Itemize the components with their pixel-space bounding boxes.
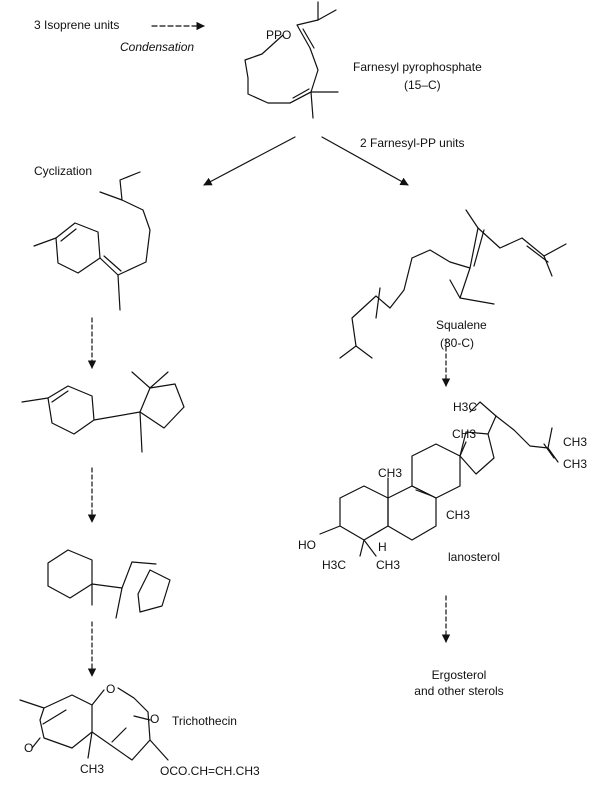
lanosterol-ch3-19-label: CH3 [378,466,403,480]
squalene-label: Squalene [436,318,487,332]
squalene-structure [339,209,567,359]
farnesyl-pyrophosphate-structure [244,1,339,119]
lanosterol-ch3-right-1-label: CH3 [563,435,588,449]
ergosterol-label: Ergosterol [431,668,487,682]
trichothecin-label: Trichothecin [172,714,237,728]
lanosterol-h3c-bottom-label: H3C [322,558,347,572]
ppo-label: PPO [266,28,292,42]
trichothecin-ketone-oxygen-label: O [24,741,34,755]
lanosterol-structure [319,401,559,557]
lanosterol-ch3-18-label: CH3 [452,427,477,441]
lanosterol-h3c-top-label: H3C [453,400,478,414]
farnesyl-carbon-count-label: (15–C) [404,78,441,92]
lanosterol-h-label: H [378,540,387,554]
cuparene-structure [21,371,185,453]
lanosterol-ch3-right-2-label: CH3 [563,457,588,471]
isoprene-units-label: 3 Isoprene units [34,18,120,32]
trichothecin-epoxide-oxygen-label: O [150,712,160,726]
lanosterol-ch3-bottom-label: CH3 [376,558,401,572]
condensation-label: Condensation [120,40,195,54]
lanosterol-ho-label: HO [298,538,316,552]
trichothecin-ch3-label: CH3 [80,762,105,776]
lanosterol-label: lanosterol [448,550,501,564]
farnesyl-pp-arrow [321,136,409,186]
cyclization-arrow [203,136,296,186]
trichothecin-ring-oxygen-label: O [106,682,116,696]
trichodiene-structure [47,549,171,619]
other-sterols-label: and other sterols [414,684,504,698]
lanosterol-ch3-14-label: CH3 [446,508,471,522]
bisabolene-structure [33,171,151,311]
squalene-carbon-count-label: (30-C) [440,336,475,350]
farnesyl-pp-units-label: 2 Farnesyl-PP units [360,136,465,150]
cyclization-label: Cyclization [34,164,93,178]
farnesyl-pyrophosphate-label: Farnesyl pyrophosphate [353,60,482,74]
trichothecin-structure [19,687,169,761]
trichothecin-ester-label: OCO.CH=CH.CH3 [160,764,260,778]
